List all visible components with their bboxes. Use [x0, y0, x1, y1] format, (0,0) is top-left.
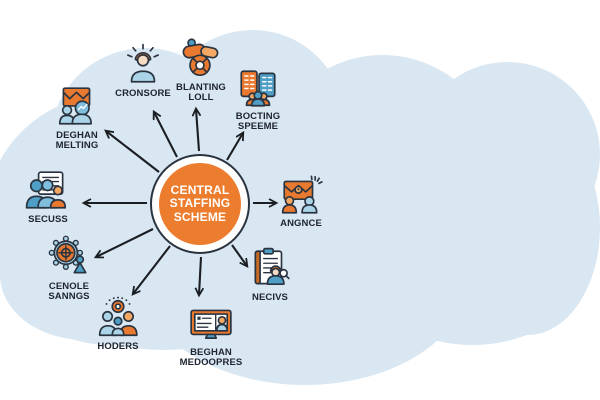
- node-necivs: NECIVS: [222, 246, 318, 303]
- node-label: BOCTING SPEEME: [235, 111, 281, 133]
- node-cronsore: CRONSORE: [95, 42, 191, 99]
- wheel-boat-icon: [178, 36, 224, 82]
- node-secuss: SECUSS: [0, 168, 96, 225]
- node-cenole-sanngs: CENOLE SANNGS: [21, 235, 117, 303]
- node-beghan-medoopres: BEGHAN MEDOOPRES: [163, 301, 259, 369]
- cloud-blob: [0, 210, 170, 340]
- ledgers-people-icon: [235, 65, 281, 111]
- node-label: CRONSORE: [115, 88, 171, 99]
- cloud-blob: [350, 150, 595, 345]
- node-label: SECUSS: [28, 214, 68, 225]
- clipboard-person-magnifier-icon: [247, 246, 293, 292]
- screen-person-icon: [188, 301, 234, 347]
- gear-target-person-icon: [46, 235, 92, 281]
- node-bocting-speeme: BOCTING SPEEME: [210, 65, 306, 133]
- node-label: NECIVS: [252, 292, 288, 303]
- node-label: BEGHAN MEDOOPRES: [179, 347, 243, 369]
- node-deghan-melting: DEGHAN MELTING: [29, 84, 125, 152]
- node-label: ANGNCE: [280, 218, 322, 229]
- node-label: HODERS: [97, 341, 139, 352]
- team-ring-icon: [95, 295, 141, 341]
- node-label: DEGHAN MELTING: [55, 130, 99, 152]
- document-team-icon: [25, 168, 71, 214]
- node-label: BLANTING LOLL: [176, 82, 226, 104]
- person-rays-icon: [120, 42, 166, 88]
- node-hoders: HODERS: [70, 295, 166, 352]
- node-blanting-loll: BLANTING LOLL: [153, 36, 249, 104]
- envelope-pin-people-icon: [278, 172, 324, 218]
- node-label: CENOLE SANNGS: [48, 281, 90, 303]
- node-angnce: ANGNCE: [253, 172, 349, 229]
- envelope-people-icon: [54, 84, 100, 130]
- central-hub: CENTRAL STAFFING SCHEME: [150, 154, 250, 254]
- central-hub-label: CENTRAL STAFFING SCHEME: [159, 163, 241, 245]
